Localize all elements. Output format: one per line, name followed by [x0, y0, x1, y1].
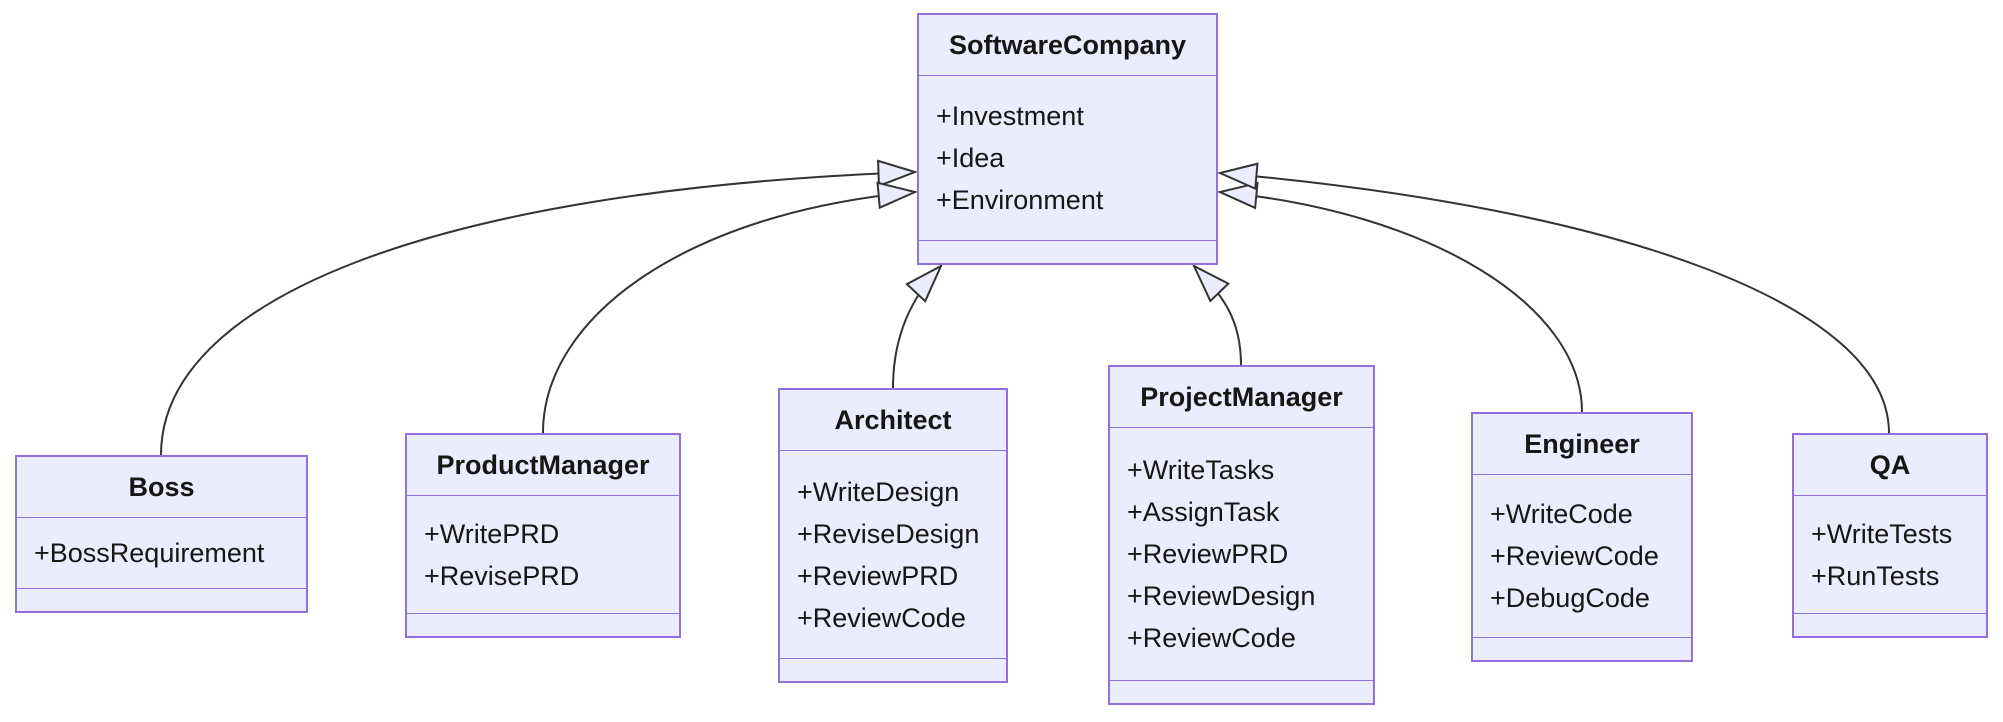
class-title: SoftwareCompany: [948, 29, 1187, 60]
class-attributes-section: +Investment +Idea +Environment: [919, 75, 1216, 241]
class-box-engineer: Engineer +WriteCode +ReviewCode +DebugCo…: [1471, 412, 1693, 662]
class-box-softwarecompany: SoftwareCompany +Investment +Idea +Envir…: [917, 13, 1218, 265]
class-attribute: +DebugCode: [1490, 583, 1650, 613]
class-attribute: +ReviewPRD: [1127, 539, 1289, 569]
class-attributes-section: +WriteCode +ReviewCode +DebugCode: [1473, 474, 1691, 638]
class-attribute: +Idea: [936, 143, 1005, 173]
edge-projectmanager-inherits-softwarecompany: [1191, 263, 1242, 366]
class-attribute: +BossRequirement: [34, 538, 265, 568]
class-attributes-section: +BossRequirement: [17, 517, 306, 589]
edge-qa-inherits-softwarecompany: [1216, 162, 1890, 434]
class-attributes-section: +WriteTests +RunTests: [1794, 495, 1986, 614]
class-attribute: +Environment: [936, 185, 1104, 215]
edge-productmanager-inherits-softwarecompany: [542, 181, 919, 434]
class-attribute: +AssignTask: [1127, 497, 1280, 527]
class-attribute: +ReviewPRD: [797, 560, 959, 591]
edge-boss-inherits-softwarecompany: [160, 159, 919, 456]
class-title: Engineer: [1524, 428, 1640, 459]
class-attribute: +ReviewCode: [797, 602, 966, 633]
class-box-productmanager: ProductManager +WritePRD +RevisePRD: [405, 433, 681, 638]
class-box-projectmanager: ProjectManager +WriteTasks +AssignTask +…: [1108, 365, 1375, 705]
class-attributes-section: +WritePRD +RevisePRD: [407, 495, 679, 614]
class-box-qa: QA +WriteTests +RunTests: [1792, 433, 1988, 638]
class-box-architect: Architect +WriteDesign +ReviseDesign +Re…: [778, 388, 1008, 683]
class-methods-section-empty: [780, 659, 1006, 681]
class-attribute: +ReviewCode: [1490, 541, 1659, 571]
class-methods-section-empty: [919, 241, 1216, 263]
class-attribute: +RevisePRD: [424, 560, 580, 591]
class-attribute: +ReviewCode: [1127, 623, 1296, 653]
edge-architect-inherits-softwarecompany: [892, 263, 944, 389]
class-title: ProjectManager: [1140, 381, 1343, 412]
class-attributes-section: +WriteDesign +ReviseDesign +ReviewPRD +R…: [780, 450, 1006, 659]
class-attribute: +Investment: [936, 101, 1084, 131]
class-methods-section-empty: [17, 589, 306, 611]
class-attribute: +WriteCode: [1490, 499, 1633, 529]
class-methods-section-empty: [1110, 681, 1373, 703]
class-attribute: +WritePRD: [424, 518, 560, 549]
class-title: Boss: [128, 471, 195, 502]
edge-engineer-inherits-softwarecompany: [1216, 181, 1583, 413]
class-title: QA: [1869, 449, 1911, 480]
class-attributes-section: +WriteTasks +AssignTask +ReviewPRD +Revi…: [1110, 427, 1373, 681]
class-attribute: +RunTests: [1811, 560, 1940, 591]
class-title: ProductManager: [436, 449, 650, 480]
class-attribute: +WriteTasks: [1127, 455, 1275, 485]
class-attribute: +ReviseDesign: [797, 518, 980, 549]
class-attribute: +ReviewDesign: [1127, 581, 1316, 611]
class-attribute: +WriteTests: [1811, 518, 1953, 549]
class-box-boss: Boss +BossRequirement: [15, 455, 308, 613]
class-methods-section-empty: [1794, 614, 1986, 636]
class-methods-section-empty: [1473, 638, 1691, 660]
class-methods-section-empty: [407, 614, 679, 636]
class-title: Architect: [834, 404, 952, 435]
class-attribute: +WriteDesign: [797, 476, 960, 507]
